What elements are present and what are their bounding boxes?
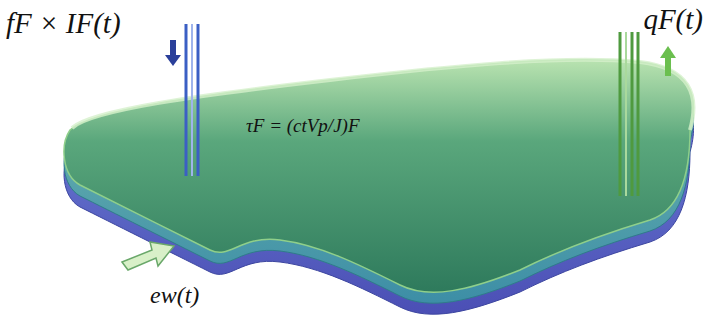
- production-arrow: [660, 46, 676, 76]
- top-layer: [64, 60, 693, 292]
- top-rim: [72, 60, 693, 130]
- producer-well: [620, 32, 638, 196]
- injection-arrow: [165, 40, 181, 66]
- time-constant-equation: τF = (ctVp/J)F: [246, 116, 360, 137]
- influx-label: ew(t): [150, 282, 199, 308]
- production-rate-label: qF(t): [643, 4, 703, 36]
- influx-arrow: [122, 242, 174, 270]
- injection-rate-label: fF × IF(t): [6, 8, 121, 40]
- injector-well: [186, 24, 198, 176]
